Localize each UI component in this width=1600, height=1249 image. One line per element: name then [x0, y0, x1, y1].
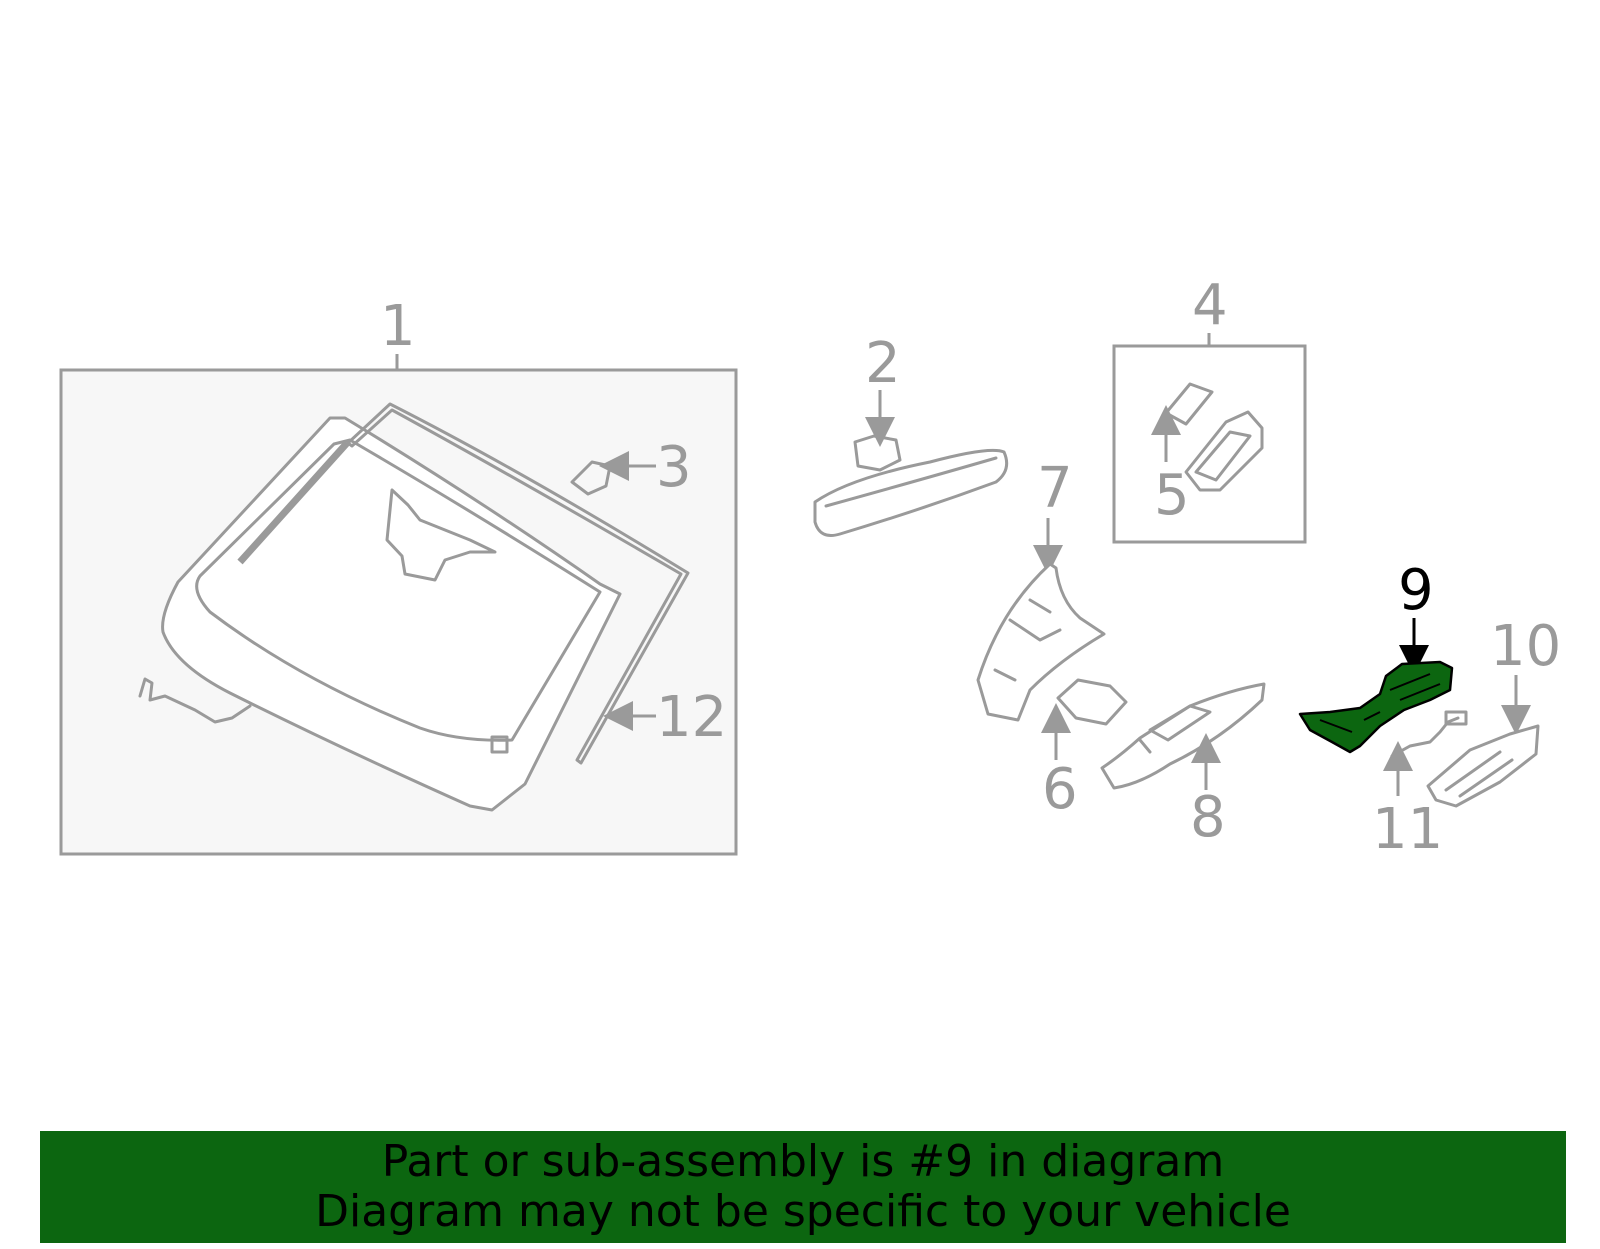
rearview-mirror-group: 2 — [813, 331, 1009, 537]
mirror-inner — [824, 456, 998, 508]
banner-line-1: Part or sub-assembly is #9 in diagram — [381, 1136, 1225, 1187]
overhead-console — [1100, 682, 1266, 790]
overhead-bracket-group: 7 — [976, 456, 1106, 722]
camera-module — [1056, 678, 1128, 726]
windshield-moulding — [346, 402, 690, 765]
wiring-connector — [1444, 710, 1468, 726]
map-lamp — [1426, 724, 1540, 808]
part-9-harness — [1298, 660, 1454, 754]
callout-10: 10 — [1490, 614, 1561, 679]
overhead-bracket — [976, 562, 1106, 722]
lamp-assembly-group: 4 5 — [1112, 273, 1307, 544]
wiring-group: 11 — [1372, 710, 1468, 862]
map-lamp-group: 10 — [1426, 614, 1561, 808]
callout-8: 8 — [1190, 785, 1226, 850]
callout-6: 6 — [1042, 757, 1078, 822]
callout-7: 7 — [1037, 456, 1073, 521]
callout-9: 9 — [1398, 558, 1434, 623]
camera-module-group: 6 — [1041, 678, 1128, 822]
callout-2: 2 — [865, 331, 901, 396]
lamp-housing-inner — [1194, 430, 1252, 482]
callout-5: 5 — [1154, 463, 1190, 528]
callout-1: 1 — [380, 294, 416, 359]
windshield-strip — [237, 440, 350, 565]
overhead-console-group: 8 — [1100, 682, 1266, 850]
highlighted-part-9-group: 9 — [1298, 558, 1454, 754]
banner-line-2: Diagram may not be specific to your vehi… — [315, 1186, 1291, 1237]
overhead-bracket-detail — [993, 598, 1062, 682]
callout-3: 3 — [656, 435, 692, 500]
windshield-assembly-group: 1 12 3 — [59, 294, 738, 856]
callout-4: 4 — [1192, 273, 1228, 338]
mirror-mount — [853, 434, 902, 472]
windshield-wiring — [138, 677, 252, 724]
sensor-mount — [385, 488, 497, 582]
info-banner: Part or sub-assembly is #9 in diagram Di… — [40, 1131, 1566, 1243]
windshield-inner-edge — [195, 438, 602, 742]
callout-12: 12 — [656, 685, 727, 750]
lamp-housing — [1184, 410, 1264, 492]
part-9-detail — [1319, 673, 1441, 733]
windshield-label — [490, 735, 509, 754]
overhead-console-detail — [1138, 704, 1212, 754]
callout-11: 11 — [1372, 797, 1443, 862]
map-lamp-detail — [1444, 750, 1514, 798]
mirror-body — [813, 448, 1009, 537]
